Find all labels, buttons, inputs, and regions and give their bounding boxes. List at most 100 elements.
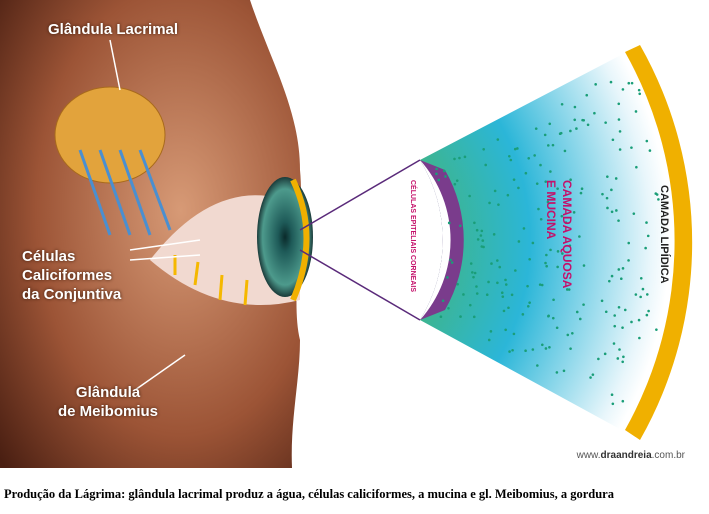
water-particle [453, 158, 456, 161]
zoom-line-top [300, 160, 420, 230]
water-particle [514, 269, 517, 272]
label-meibomian-gland: Glândula de Meibomius [58, 383, 158, 421]
water-particle [579, 318, 582, 321]
water-particle [444, 175, 447, 178]
water-particle [496, 281, 499, 284]
water-particle [627, 82, 630, 85]
water-particle [474, 272, 477, 275]
water-particle [470, 262, 473, 265]
zoom-line-bottom [300, 250, 420, 320]
label-line: CAMADA AQUOSA [560, 180, 574, 288]
water-particle [638, 92, 641, 95]
water-particle [544, 134, 547, 137]
water-particle [497, 138, 500, 141]
water-particle [639, 296, 642, 299]
water-particle [568, 288, 571, 291]
water-particle [606, 175, 609, 178]
water-particle [575, 127, 578, 130]
water-particle [606, 207, 609, 210]
water-particle [621, 360, 624, 363]
water-particle [606, 197, 609, 200]
water-particle [594, 83, 597, 86]
figure-caption: Produção da Lágrima: glândula lacrimal p… [4, 487, 614, 502]
site-prefix: www. [577, 450, 601, 461]
water-particle [646, 314, 649, 317]
water-particle [456, 283, 459, 286]
water-particle [476, 229, 479, 232]
label-aqueous-layer: CAMADA AQUOSAE MUCINA [543, 180, 575, 288]
label-goblet-cells: Células Caliciformes da Conjuntiva [22, 247, 121, 304]
water-particle [618, 306, 621, 309]
water-particle [501, 295, 504, 298]
water-particle [508, 350, 511, 353]
water-particle [459, 315, 462, 318]
water-particle [617, 219, 620, 222]
water-particle [569, 130, 572, 133]
water-particle [612, 402, 615, 405]
water-particle [527, 157, 530, 160]
water-particle [484, 164, 487, 167]
water-particle [645, 221, 648, 224]
water-particle [536, 182, 539, 185]
water-particle [566, 334, 569, 337]
water-particle [473, 221, 476, 224]
label-line: Células [22, 247, 121, 266]
water-particle [501, 291, 504, 294]
water-particle [552, 317, 555, 320]
water-particle [622, 355, 625, 358]
water-particle [504, 279, 507, 282]
water-particle [642, 288, 645, 291]
water-particle [458, 157, 461, 160]
water-particle [573, 118, 576, 121]
water-particle [545, 347, 548, 350]
water-particle [622, 88, 625, 91]
water-particle [601, 299, 604, 302]
water-particle [622, 267, 625, 270]
water-particle [539, 164, 542, 167]
water-particle [618, 348, 621, 351]
water-particle [507, 194, 510, 197]
water-particle [610, 81, 613, 84]
water-particle [504, 329, 507, 332]
water-particle [462, 293, 465, 296]
water-particle [612, 138, 615, 141]
water-particle [449, 259, 452, 262]
label-line: Glândula [58, 383, 158, 402]
water-particle [624, 309, 627, 312]
water-particle [448, 222, 451, 225]
water-particle [511, 294, 514, 297]
label-lacrimal-gland: Glândula Lacrimal [48, 20, 178, 39]
water-particle [516, 147, 519, 150]
water-particle [559, 132, 562, 135]
water-particle [497, 203, 500, 206]
water-particle [447, 307, 450, 310]
label-epithelial-cells: CÉLULAS EPITELIAIS CORNEAIS [409, 180, 416, 292]
water-particle [454, 183, 457, 186]
label-line: E MUCINA [544, 180, 558, 239]
water-particle [619, 148, 622, 151]
water-particle [630, 146, 633, 149]
water-particle [576, 311, 579, 314]
site-brand: draandreia [601, 450, 652, 461]
water-particle [638, 89, 641, 92]
water-particle [505, 283, 508, 286]
water-particle [638, 337, 641, 340]
water-particle [627, 259, 630, 262]
water-particle [587, 123, 590, 126]
water-particle [522, 313, 525, 316]
water-particle [493, 233, 496, 236]
water-particle [617, 357, 620, 360]
water-particle [564, 150, 567, 153]
water-particle [435, 173, 438, 176]
water-particle [471, 271, 474, 274]
water-particle [604, 353, 607, 356]
water-particle [646, 140, 649, 143]
water-particle [604, 121, 607, 124]
water-particle [513, 333, 516, 336]
water-particle [509, 159, 512, 162]
water-particle [608, 280, 611, 283]
water-particle [532, 242, 535, 245]
water-particle [571, 332, 574, 335]
label-lipid-layer: CAMADA LIPÍDICA [658, 185, 670, 284]
water-particle [482, 148, 485, 151]
